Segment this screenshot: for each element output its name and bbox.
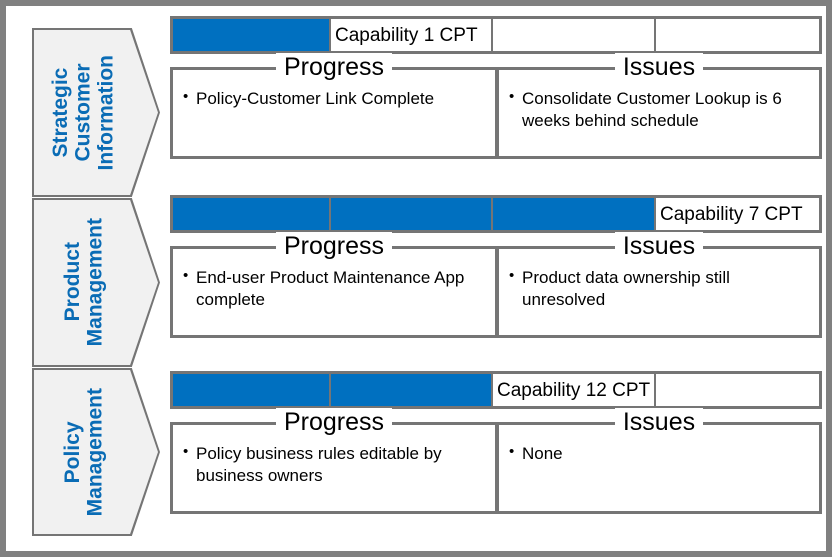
capability-cell-filled[interactable] <box>331 374 493 406</box>
capability-cell-filled[interactable] <box>493 198 656 230</box>
capability-progress-bar[interactable]: Capability 12 CPT <box>170 371 822 409</box>
capability-cell-filled[interactable] <box>173 19 331 51</box>
capability-cell-label[interactable]: Capability 12 CPT <box>493 374 656 406</box>
issues-item-list: None <box>499 425 819 465</box>
list-item: Policy business rules editable by busine… <box>183 442 487 487</box>
phase-chevron-column: Strategic Customer Information Product M… <box>32 28 160 536</box>
list-item: None <box>509 442 811 465</box>
phase-body-strategic-customer-information: Capability 1 CPT Progress Policy-Custome… <box>170 16 822 159</box>
chevron-fill-shape <box>34 30 158 195</box>
issues-item-list: Consolidate Customer Lookup is 6 weeks b… <box>499 70 819 132</box>
phase-label-text: Policy Management <box>60 387 107 517</box>
phase-label-wrapper: Product Management <box>32 198 137 367</box>
progress-panel: Progress Policy-Customer Link Complete <box>170 53 497 159</box>
issues-panel: Issues None <box>497 408 822 514</box>
phase-body-product-management: Capability 7 CPT Progress End-user Produ… <box>170 195 822 338</box>
capability-progress-bar[interactable]: Capability 7 CPT <box>170 195 822 233</box>
phase-detail-panels: Progress Policy business rules editable … <box>170 408 822 514</box>
phase-body-policy-management: Capability 12 CPT Progress Policy busine… <box>170 371 822 514</box>
capability-cell-label[interactable]: Capability 7 CPT <box>656 198 819 230</box>
capability-cell-empty[interactable] <box>656 19 819 51</box>
chevron-fill-shape <box>34 200 158 365</box>
phase-label-wrapper: Strategic Customer Information <box>32 28 137 197</box>
issues-panel: Issues Consolidate Customer Lookup is 6 … <box>497 53 822 159</box>
list-item: End-user Product Maintenance App complet… <box>183 266 487 311</box>
phase-label-wrapper: Policy Management <box>32 368 137 536</box>
phase-chevron-strategic-customer-information[interactable]: Strategic Customer Information <box>32 28 160 197</box>
progress-panel: Progress Policy business rules editable … <box>170 408 497 514</box>
progress-panel: Progress End-user Product Maintenance Ap… <box>170 232 497 338</box>
chevron-fill-shape <box>34 370 158 534</box>
progress-item-list: End-user Product Maintenance App complet… <box>173 249 495 311</box>
issues-panel: Issues Product data ownership still unre… <box>497 232 822 338</box>
progress-item-list: Policy-Customer Link Complete <box>173 70 495 110</box>
progress-item-list: Policy business rules editable by busine… <box>173 425 495 487</box>
capability-cell-filled[interactable] <box>173 374 331 406</box>
list-item: Product data ownership still unresolved <box>509 266 811 311</box>
capability-cell-label[interactable]: Capability 1 CPT <box>331 19 493 51</box>
capability-progress-bar[interactable]: Capability 1 CPT <box>170 16 822 54</box>
capability-cell-empty[interactable] <box>656 374 819 406</box>
issues-item-list: Product data ownership still unresolved <box>499 249 819 311</box>
phase-chevron-product-management[interactable]: Product Management <box>32 198 160 367</box>
capability-cell-filled[interactable] <box>173 198 331 230</box>
list-item: Policy-Customer Link Complete <box>183 87 487 110</box>
phase-detail-panels: Progress Policy-Customer Link Complete I… <box>170 53 822 159</box>
capability-cell-empty[interactable] <box>493 19 656 51</box>
phase-detail-panels: Progress End-user Product Maintenance Ap… <box>170 232 822 338</box>
list-item: Consolidate Customer Lookup is 6 weeks b… <box>509 87 811 132</box>
phase-chevron-policy-management[interactable]: Policy Management <box>32 368 160 536</box>
capability-cell-filled[interactable] <box>331 198 493 230</box>
phase-label-text: Strategic Customer Information <box>49 54 118 171</box>
phase-label-text: Product Management <box>60 218 107 347</box>
